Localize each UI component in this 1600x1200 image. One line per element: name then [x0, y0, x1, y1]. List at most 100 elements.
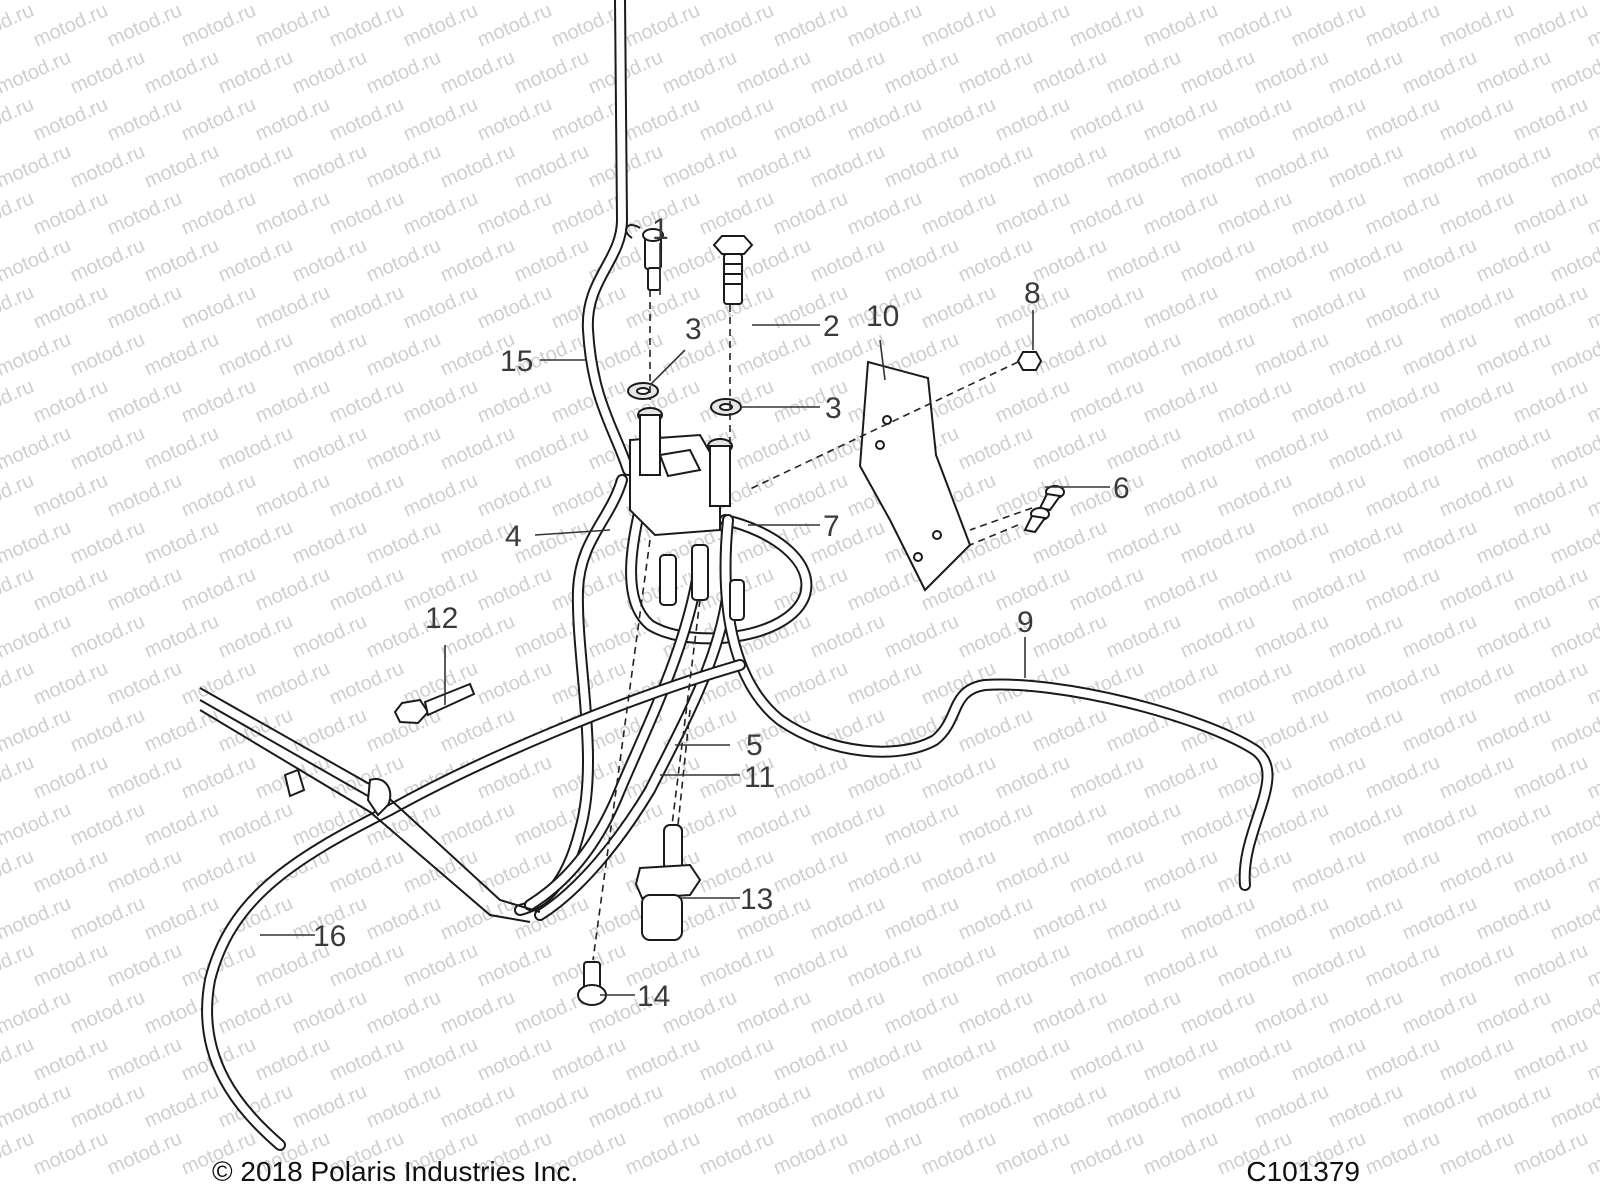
watermark-text: motod.ru: [252, 1033, 333, 1085]
watermark-text: motod.ru: [1547, 610, 1600, 662]
watermark-text: motod.ru: [1140, 281, 1221, 333]
watermark-text: motod.ru: [104, 375, 185, 427]
watermark-text: motod.ru: [1399, 986, 1480, 1038]
watermark-text: motod.ru: [1140, 939, 1221, 991]
watermark-text: motod.ru: [1325, 704, 1406, 756]
callout-15: 15: [500, 345, 533, 378]
watermark-text: motod.ru: [992, 845, 1073, 897]
watermark-text: motod.ru: [1177, 516, 1258, 568]
watermark-text: motod.ru: [363, 516, 444, 568]
watermark-text: motod.ru: [0, 1033, 37, 1085]
callout-2: 2: [823, 310, 840, 343]
watermark-text: motod.ru: [1510, 751, 1591, 803]
watermark-text: motod.ru: [1288, 657, 1369, 709]
watermark-text: motod.ru: [252, 281, 333, 333]
watermark-text: motod.ru: [252, 0, 333, 52]
watermark-text: motod.ru: [326, 469, 407, 521]
watermark-text: motod.ru: [1325, 516, 1406, 568]
watermark-text: motod.ru: [1399, 892, 1480, 944]
watermark-text: motod.ru: [1584, 1033, 1600, 1085]
watermark-text: motod.ru: [511, 422, 592, 474]
watermark-text: motod.ru: [67, 704, 148, 756]
watermark-text: motod.ru: [104, 1033, 185, 1085]
watermark-text: motod.ru: [104, 469, 185, 521]
watermark-text: motod.ru: [215, 328, 296, 380]
watermark-text: motod.ru: [918, 939, 999, 991]
callout-7: 7: [823, 510, 840, 543]
parts: [283, 224, 1065, 1006]
watermark-text: motod.ru: [215, 140, 296, 192]
watermark-text: motod.ru: [659, 140, 740, 192]
watermark-text: motod.ru: [1325, 986, 1406, 1038]
watermark-text: motod.ru: [1473, 1080, 1554, 1132]
watermark-text: motod.ru: [955, 704, 1036, 756]
watermark-text: motod.ru: [844, 657, 925, 709]
watermark-text: motod.ru: [659, 0, 740, 5]
watermark-text: motod.ru: [67, 422, 148, 474]
watermark-text: motod.ru: [474, 93, 555, 145]
watermark-text: motod.ru: [1510, 281, 1591, 333]
watermark-text: motod.ru: [1066, 563, 1147, 615]
watermark-text: motod.ru: [1473, 0, 1554, 5]
watermark-text: motod.ru: [0, 469, 37, 521]
watermark-text: motod.ru: [1029, 0, 1110, 5]
watermark-text: motod.ru: [289, 704, 370, 756]
watermark-text: motod.ru: [1288, 375, 1369, 427]
watermark-text: motod.ru: [807, 234, 888, 286]
watermark-text: motod.ru: [1103, 0, 1184, 5]
watermark-text: motod.ru: [1140, 469, 1221, 521]
watermark-text: motod.ru: [0, 563, 37, 615]
watermark-text: motod.ru: [30, 1033, 111, 1085]
frame-tube-upper: [199, 687, 541, 913]
watermark-text: motod.ru: [0, 986, 74, 1038]
watermark-text: motod.ru: [1177, 892, 1258, 944]
watermark-text: motod.ru: [474, 375, 555, 427]
watermark-text: motod.ru: [67, 610, 148, 662]
watermark-text: motod.ru: [1177, 140, 1258, 192]
watermark-text: motod.ru: [696, 1033, 777, 1085]
watermark-text: motod.ru: [1251, 422, 1332, 474]
watermark-text: motod.ru: [1251, 516, 1332, 568]
watermark-text: motod.ru: [1436, 1033, 1517, 1085]
watermark-text: motod.ru: [1288, 187, 1369, 239]
watermark-text: motod.ru: [474, 563, 555, 615]
watermark-text: motod.ru: [252, 469, 333, 521]
watermark-text: motod.ru: [1362, 375, 1443, 427]
watermark-text: motod.ru: [807, 46, 888, 98]
watermark-text: motod.ru: [585, 1080, 666, 1132]
watermark-text: motod.ru: [918, 751, 999, 803]
watermark-text: motod.ru: [1325, 610, 1406, 662]
watermark-text: motod.ru: [104, 845, 185, 897]
watermark-text: motod.ru: [881, 234, 962, 286]
watermark-text: motod.ru: [733, 140, 814, 192]
watermark-text: motod.ru: [289, 1080, 370, 1132]
watermark-text: motod.ru: [992, 1127, 1073, 1179]
watermark-text: motod.ru: [1066, 751, 1147, 803]
watermark-text: motod.ru: [400, 375, 481, 427]
watermark-text: motod.ru: [807, 1080, 888, 1132]
watermark-text: motod.ru: [1103, 986, 1184, 1038]
watermark-text: motod.ru: [770, 187, 851, 239]
watermark-text: motod.ru: [881, 986, 962, 1038]
watermark-text: motod.ru: [1510, 1127, 1591, 1179]
watermark-text: motod.ru: [1584, 0, 1600, 52]
watermark-text: motod.ru: [1547, 328, 1600, 380]
watermark-text: motod.ru: [1510, 563, 1591, 615]
watermark-text: motod.ru: [215, 0, 296, 5]
watermark-text: motod.ru: [1473, 798, 1554, 850]
watermark-text: motod.ru: [1473, 986, 1554, 1038]
watermark-text: motod.ru: [141, 234, 222, 286]
watermark-text: motod.ru: [1547, 422, 1600, 474]
watermark-text: motod.ru: [955, 140, 1036, 192]
watermark-text: motod.ru: [1029, 610, 1110, 662]
watermark-text: motod.ru: [733, 422, 814, 474]
watermark-text: motod.ru: [1473, 328, 1554, 380]
watermark-text: motod.ru: [1547, 140, 1600, 192]
callout-13: 13: [740, 883, 773, 916]
watermark-text: motod.ru: [1399, 140, 1480, 192]
watermark-text: motod.ru: [141, 892, 222, 944]
watermark-text: motod.ru: [437, 140, 518, 192]
watermark-text: motod.ru: [1399, 1080, 1480, 1132]
